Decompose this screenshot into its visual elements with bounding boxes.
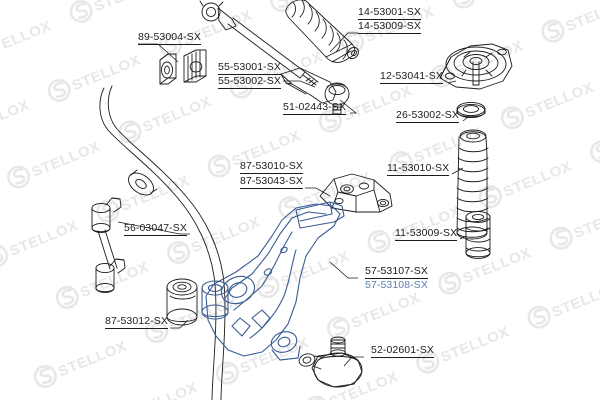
part-51-02443-SX [280,67,350,115]
stabilizer-bar-bushing-on-bar [128,169,158,196]
part-label-87-53010-SX[interactable]: 87-53010-SX [240,160,303,174]
part-label-14-53001-SX[interactable]: 14-53001-SX [358,6,421,20]
part-label-11-53009-SX[interactable]: 11-53009-SX [395,227,458,241]
part-label-87-53043-SX[interactable]: 87-53043-SX [240,175,303,189]
part-label-55-53002-SX[interactable]: 55-53002-SX [218,75,281,89]
part-52-02601-SX [298,336,363,388]
leader-87-5301x-SX [305,187,331,197]
leader-11-53010-SX [451,167,464,175]
part-label-11-53010-SX[interactable]: 11-53010-SX [387,162,450,176]
leader-51-02443-SX [339,99,358,114]
leader-55-5300x-SX [283,80,316,88]
leader-12-53041-SX [447,80,457,84]
part-label-57-53107-SX[interactable]: 57-53107-SX [365,265,428,279]
part-label-89-53004-SX[interactable]: 89-53004-SX [138,31,201,45]
leader-56-03047-SX [117,221,190,235]
part-57-53107-SX [201,201,345,361]
part-11-53010-SX [456,129,489,240]
part-55-53001-SX [199,0,319,86]
leader-57-5310x-SX [329,261,358,279]
part-label-14-53009-SX[interactable]: 14-53009-SX [358,20,421,34]
part-label-12-53041-SX[interactable]: 12-53041-SX [380,70,443,84]
part-56-03047-SX [91,197,126,294]
part-11-53009-SX [465,211,491,259]
leader-89-53004-SX [138,43,179,63]
part-label-26-53002-SX[interactable]: 26-53002-SX [396,109,459,123]
part-label-55-53001-SX[interactable]: 55-53001-SX [218,61,281,75]
part-12-53041-SX [439,43,513,90]
leader-11-53009-SX [459,235,467,240]
part-label-52-02601-SX[interactable]: 52-02601-SX [371,344,434,358]
part-label-51-02443-SX[interactable]: 51-02443-SX [283,101,346,115]
part-label-57-53108-SX[interactable]: 57-53108-SX [365,279,428,291]
part-89-53004-SX [159,49,207,85]
leader-14-5300x-SX [329,32,358,53]
leader-52-02601-SX [343,356,364,367]
leader-26-53002-SX [462,116,469,122]
part-26-53002-SX [456,101,486,119]
part-label-56-03047-SX[interactable]: 56-03047-SX [124,222,187,236]
part-87-53012-SX [166,278,198,326]
part-14-53001-SX [285,0,359,63]
part-label-87-53012-SX[interactable]: 87-53012-SX [105,315,168,329]
part-stabilizer-bar [99,85,226,400]
part-87-53010-SX [319,173,393,213]
leader-87-53012-SX [170,319,189,329]
